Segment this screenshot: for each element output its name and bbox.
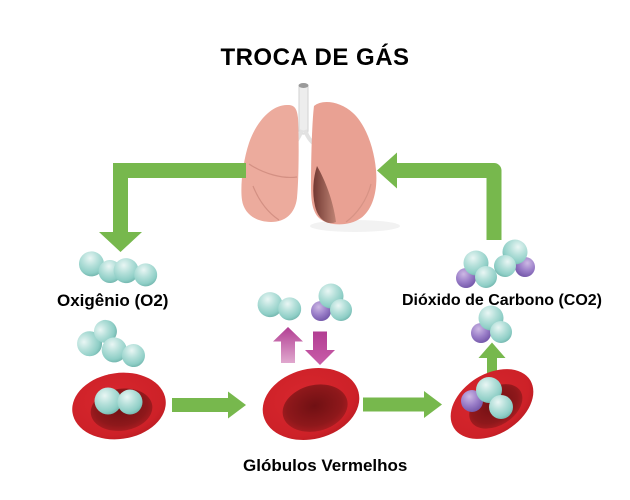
diagram-title: TROCA DE GÁS <box>220 44 410 71</box>
o2-molecule <box>101 337 145 368</box>
o2-molecule <box>77 319 117 357</box>
red-blood-cell-with-o2 <box>72 372 166 440</box>
oxygen-label: Oxigênio (O2) <box>57 291 169 310</box>
lungs-shadow <box>310 220 400 232</box>
lungs-illustration <box>241 83 377 225</box>
carbon-dioxide-label: Dióxido de Carbono (CO2) <box>402 292 602 309</box>
arrow-o2-release-up <box>273 327 303 363</box>
o2-molecule <box>113 258 158 287</box>
arrow-cell1-to-cell2 <box>172 391 246 419</box>
arrow-co2-uptake-down <box>305 331 335 365</box>
red-blood-cell-with-co2 <box>450 369 534 439</box>
red-blood-cell-exchange <box>262 368 360 440</box>
co2-molecule <box>311 283 352 321</box>
arrow-lungs-to-oxygen <box>99 163 246 252</box>
co2-molecule <box>471 305 512 343</box>
left-lung <box>241 104 299 222</box>
arrow-cell2-to-cell3 <box>363 391 442 418</box>
arrow-cell3-to-co2 <box>478 342 506 376</box>
co2-molecule <box>494 239 535 277</box>
red-blood-cells-label: Glóbulos Vermelhos <box>243 456 408 475</box>
right-lung <box>311 101 377 225</box>
cardiac-notch-shading <box>313 166 336 224</box>
o2-molecule <box>257 292 302 321</box>
arrow-co2-to-lungs <box>377 152 502 240</box>
co2-molecule <box>456 250 497 288</box>
